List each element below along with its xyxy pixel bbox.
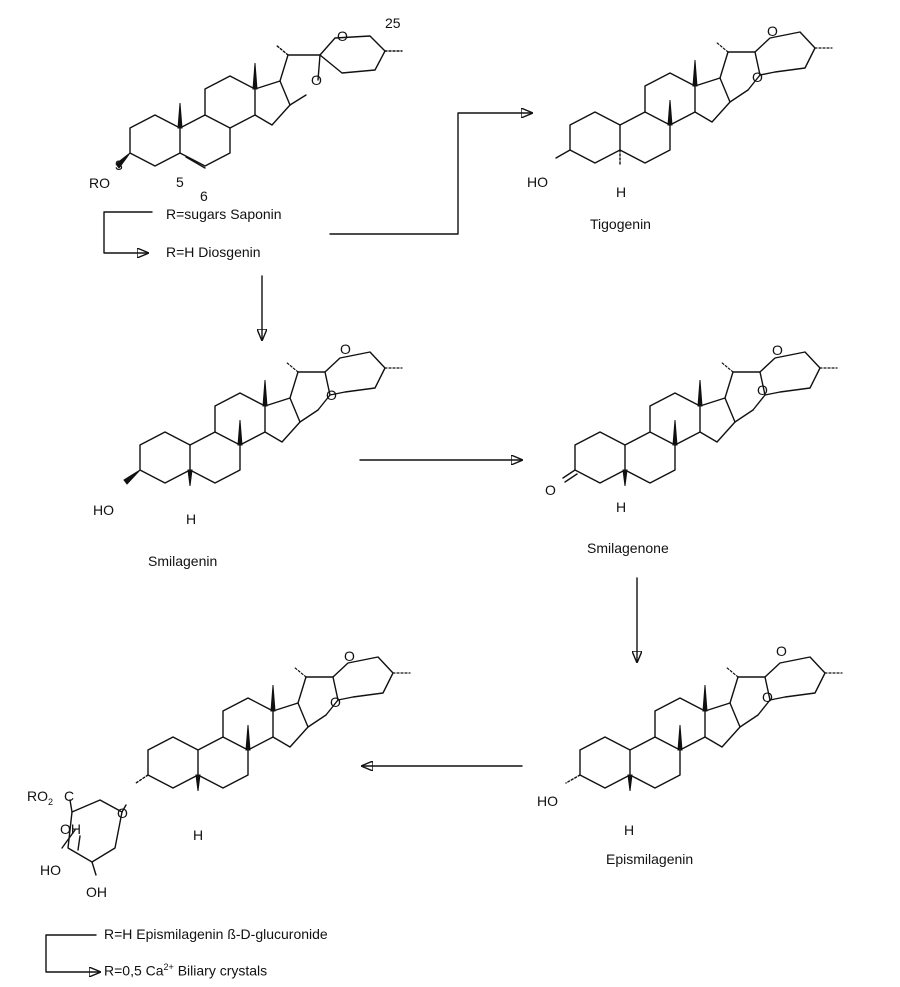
tigogenin-structure: [555, 31, 833, 165]
smilagenone-oxo-substituent: O: [545, 482, 556, 498]
diosgenin-ring-oxygen-bottom: O: [311, 72, 322, 88]
diosgenin-ring-oxygen-top: O: [337, 28, 348, 44]
glucuronide-ro-subscript: 2: [48, 796, 54, 807]
smilagenin-name: Smilagenin: [148, 553, 218, 569]
glucuronide-h-label: H: [193, 827, 204, 843]
arrow-to-tigogenin: [329, 113, 532, 235]
glucuronide-ring-oxygen-bottom: O: [330, 694, 341, 710]
epismilagenin-ring-oxygen-bottom: O: [762, 689, 773, 705]
epismilagenin-name: Epismilagenin: [606, 851, 694, 867]
biliary-crystals-prefix: R=0,5 Ca: [104, 962, 164, 979]
smilagenone-ring-oxygen-top: O: [772, 342, 783, 358]
diosgenin-ro-substituent: RO: [89, 175, 110, 191]
biliary-crystals-suffix: Biliary crystals: [173, 962, 268, 979]
smilagenone-name: Smilagenone: [587, 540, 669, 556]
glucuronide-ester-group: RO2: [27, 789, 53, 807]
smilagenone-ring-oxygen-bottom: O: [757, 382, 768, 398]
smilagenone-structure: [562, 351, 838, 487]
tigogenin-name: Tigogenin: [590, 216, 651, 232]
smilagenin-structure: [123, 351, 403, 487]
smilagenone-h-label: H: [616, 499, 627, 515]
epismilagenin-ring-oxygen-top: O: [776, 643, 787, 659]
tigogenin-ring-oxygen-top: O: [767, 23, 778, 39]
glucuronide-variant-label: R=H Epismilagenin ß-D-glucuronide: [104, 926, 328, 942]
glucuronide-hydroxyl-2: OH: [86, 884, 107, 900]
glucuronide-carboxyl-carbon: C: [64, 788, 75, 804]
tigogenin-h-label: H: [616, 184, 627, 200]
glucuronic-acid-ring: [61, 799, 127, 876]
glucuronide-ro-text: RO: [27, 788, 48, 804]
tigogenin-ho-substituent: HO: [527, 174, 548, 190]
glucuronide-hydroxyl-3: HO: [40, 862, 61, 878]
diosgenin-structure: [115, 35, 403, 169]
epismilagenin-h-label: H: [624, 822, 635, 838]
smilagenin-ring-oxygen-bottom: O: [326, 387, 337, 403]
glucuronide-ring-oxygen-top: O: [344, 648, 355, 664]
biliary-crystals-variant-label: R=0,5 Ca2+ Biliary crystals: [104, 962, 267, 979]
diosgenin-variant-label: R=H Diosgenin: [166, 244, 261, 260]
epismilagenin-structure: [565, 656, 843, 792]
diosgenin-position-3: 3: [115, 157, 123, 173]
smilagenin-ring-oxygen-top: O: [340, 341, 351, 357]
smilagenin-ho-substituent: HO: [93, 502, 114, 518]
diosgenin-position-6: 6: [200, 188, 208, 204]
glucuronide-glycosidic-oxygen: O: [117, 805, 128, 821]
bracket-arrow-saponin-diosgenin: [103, 211, 153, 253]
epismilagenin-ho-substituent: HO: [537, 793, 558, 809]
diosgenin-position-25: 25: [385, 15, 401, 31]
glucuronide-hydroxyl-1: OH: [60, 821, 81, 837]
bracket-arrow-glucuronide-crystals: [45, 934, 100, 972]
tigogenin-ring-oxygen-bottom: O: [752, 69, 763, 85]
calcium-charge: 2+: [163, 962, 174, 972]
glucuronide-structure: [135, 656, 411, 792]
saponin-variant-label: R=sugars Saponin: [166, 206, 282, 222]
smilagenin-h-label: H: [186, 511, 197, 527]
diosgenin-position-5: 5: [176, 174, 184, 190]
